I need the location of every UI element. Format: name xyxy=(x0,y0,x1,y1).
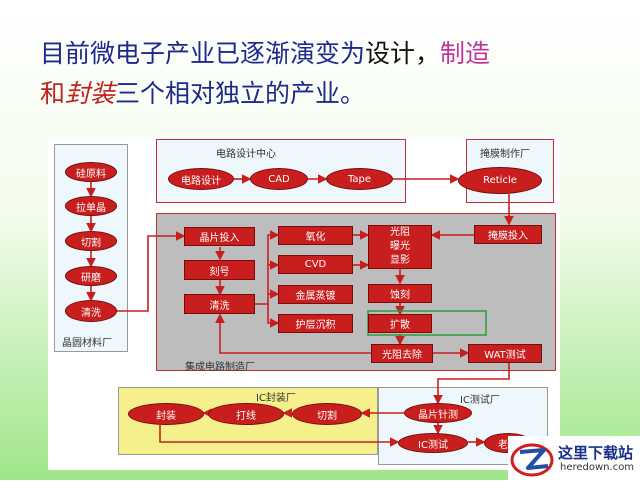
step-packaging: 封装 xyxy=(128,403,204,425)
step-ic-test: IC测试 xyxy=(398,433,468,453)
step-circuit-design: 电路设计 xyxy=(168,168,234,190)
step-wire-bonding: 打线 xyxy=(208,403,284,425)
step-oxidation: 氧化 xyxy=(278,226,353,245)
process-diagram: 晶圆材料厂 电路设计中心 掩膜制作厂 集成电路制造厂 IC封装厂 IC测试厂 xyxy=(48,137,560,470)
step-cvd: CVD xyxy=(278,255,353,274)
step-photolithography: 光阻 曝光 显影 xyxy=(368,225,432,269)
step-etch: 蚀刻 xyxy=(368,284,432,303)
region-label-ic-fab: 集成电路制造厂 xyxy=(185,362,255,373)
watermark-site: heredown.com xyxy=(560,462,635,473)
region-label-design-center: 电路设计中心 xyxy=(216,149,276,160)
watermark-z-icon xyxy=(510,443,554,477)
step-crystal-pulling: 拉单晶 xyxy=(65,196,117,216)
watermark-name: 这里下载站 xyxy=(558,444,634,462)
step-fab-cleaning: 清洗 xyxy=(184,294,255,314)
title-part-2: 设计， xyxy=(365,39,441,68)
step-wat-test: WAT测试 xyxy=(468,344,542,363)
step-passivation: 护层沉积 xyxy=(278,314,353,333)
step-wafer-probe: 晶片针测 xyxy=(404,403,472,423)
step-resist-strip: 光阻去除 xyxy=(371,344,433,363)
step-mask-input: 掩膜投入 xyxy=(474,225,542,244)
step-metal-evaporation: 金属蒸镀 xyxy=(278,285,353,304)
region-label-mask-factory: 掩膜制作厂 xyxy=(480,149,530,160)
step-silicon-raw: 硅原料 xyxy=(65,162,117,182)
region-label-testing: IC测试厂 xyxy=(460,395,500,406)
step-grinding: 研磨 xyxy=(65,266,117,286)
step-dicing: 切割 xyxy=(292,403,362,425)
step-cad: CAD xyxy=(250,168,308,190)
step-reticle: Reticle xyxy=(458,167,542,194)
photo-line-2: 曝光 xyxy=(390,241,410,252)
step-tape: Tape xyxy=(326,168,393,190)
title-part-1: 目前微电子产业已逐渐演变为 xyxy=(40,39,366,68)
step-marking: 刻号 xyxy=(184,260,255,280)
region-label-packaging: IC封装厂 xyxy=(256,393,296,404)
photo-line-1: 光阻 xyxy=(390,227,410,238)
title-part-4: 和 xyxy=(40,79,66,108)
title-part-6: 三个相对独立的产业。 xyxy=(115,79,366,108)
title-part-5: 封装 xyxy=(65,79,116,108)
region-label-wafer-material: 晶圆材料厂 xyxy=(62,338,112,349)
step-slicing: 切割 xyxy=(65,231,117,251)
slide-title: 目前微电子产业已逐渐演变为设计，制造和封装三个相对独立的产业。 xyxy=(40,34,600,114)
watermark-logo: 这里下载站 heredown.com xyxy=(508,436,640,480)
flow-arrows xyxy=(86,174,514,447)
photo-line-3: 显影 xyxy=(390,255,410,266)
title-part-3: 制造 xyxy=(440,39,491,68)
step-diffusion: 扩散 xyxy=(368,314,432,333)
step-wafer-input: 晶片投入 xyxy=(184,227,255,246)
step-wafer-cleaning: 清洗 xyxy=(65,300,117,322)
